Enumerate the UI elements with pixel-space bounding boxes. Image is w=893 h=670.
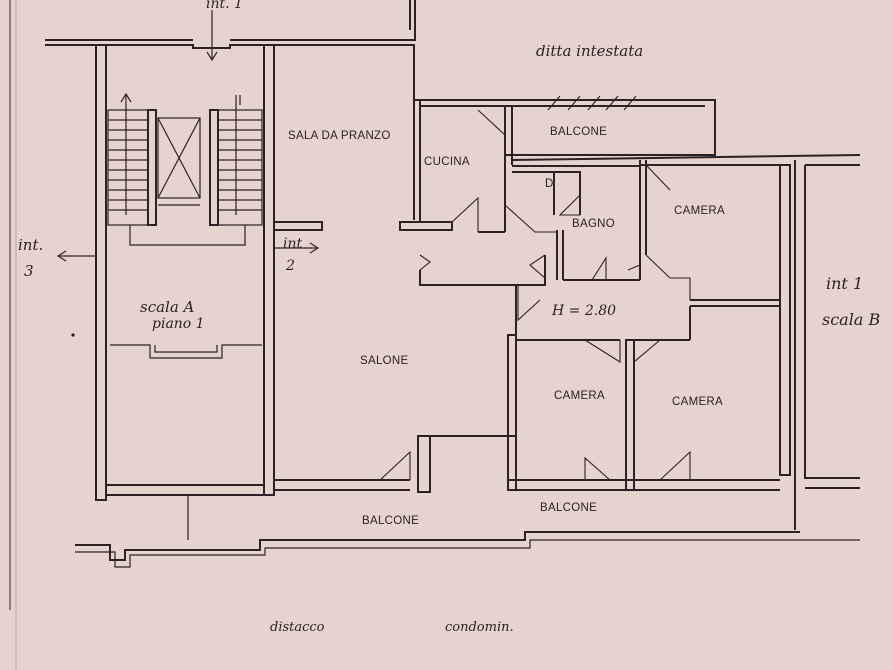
entry-arrows bbox=[56, 10, 320, 262]
room-label-cucina: CUCINA bbox=[424, 156, 470, 168]
annotation-ditta-intestata: ditta intestata bbox=[536, 42, 644, 60]
room-label-camera-bottom-right: CAMERA bbox=[672, 396, 724, 408]
annotation-distacco: distacco bbox=[270, 620, 325, 635]
room-label-sala-da-pranzo: SALA DA PRANZO bbox=[288, 130, 391, 142]
annotation-height: H = 2.80 bbox=[552, 303, 617, 319]
annotation-scala-b: scala B bbox=[822, 310, 881, 329]
balcony-railing-marks bbox=[547, 95, 637, 111]
annotation-condominio: condomin. bbox=[445, 620, 514, 635]
elevator-shaft bbox=[157, 117, 201, 199]
room-label-salone: SALONE bbox=[360, 355, 409, 367]
stair-flight-right bbox=[217, 95, 263, 226]
dot-mark bbox=[71, 333, 75, 337]
room-label-balcone-bottom-right: BALCONE bbox=[540, 502, 598, 514]
doors bbox=[379, 109, 691, 481]
annotation-int3-num: 3 bbox=[24, 262, 34, 280]
annotation-int2-word: int bbox=[283, 236, 303, 252]
room-label-d: D bbox=[545, 178, 554, 190]
annotation-piano-1: piano 1 bbox=[152, 316, 205, 332]
stairwell bbox=[95, 44, 275, 501]
room-label-camera-bottom-left: CAMERA bbox=[554, 390, 606, 402]
annotation-int2-num: 2 bbox=[286, 258, 295, 274]
room-label-bagno: BAGNO bbox=[572, 218, 616, 230]
annotation-int1-top: int. 1 bbox=[206, 0, 243, 12]
annotation-scala-a: scala A bbox=[140, 298, 195, 316]
annotation-int1-right: int 1 bbox=[826, 274, 864, 293]
stair-flight-left bbox=[107, 92, 149, 226]
room-label-balcone-bottom-left: BALCONE bbox=[362, 515, 420, 527]
bottom-balcony bbox=[75, 490, 860, 568]
room-label-camera-top: CAMERA bbox=[674, 205, 726, 217]
annotation-int3-word: int. bbox=[18, 236, 44, 254]
room-label-balcone-top: BALCONE bbox=[550, 126, 608, 138]
apartment-walls bbox=[273, 45, 861, 530]
